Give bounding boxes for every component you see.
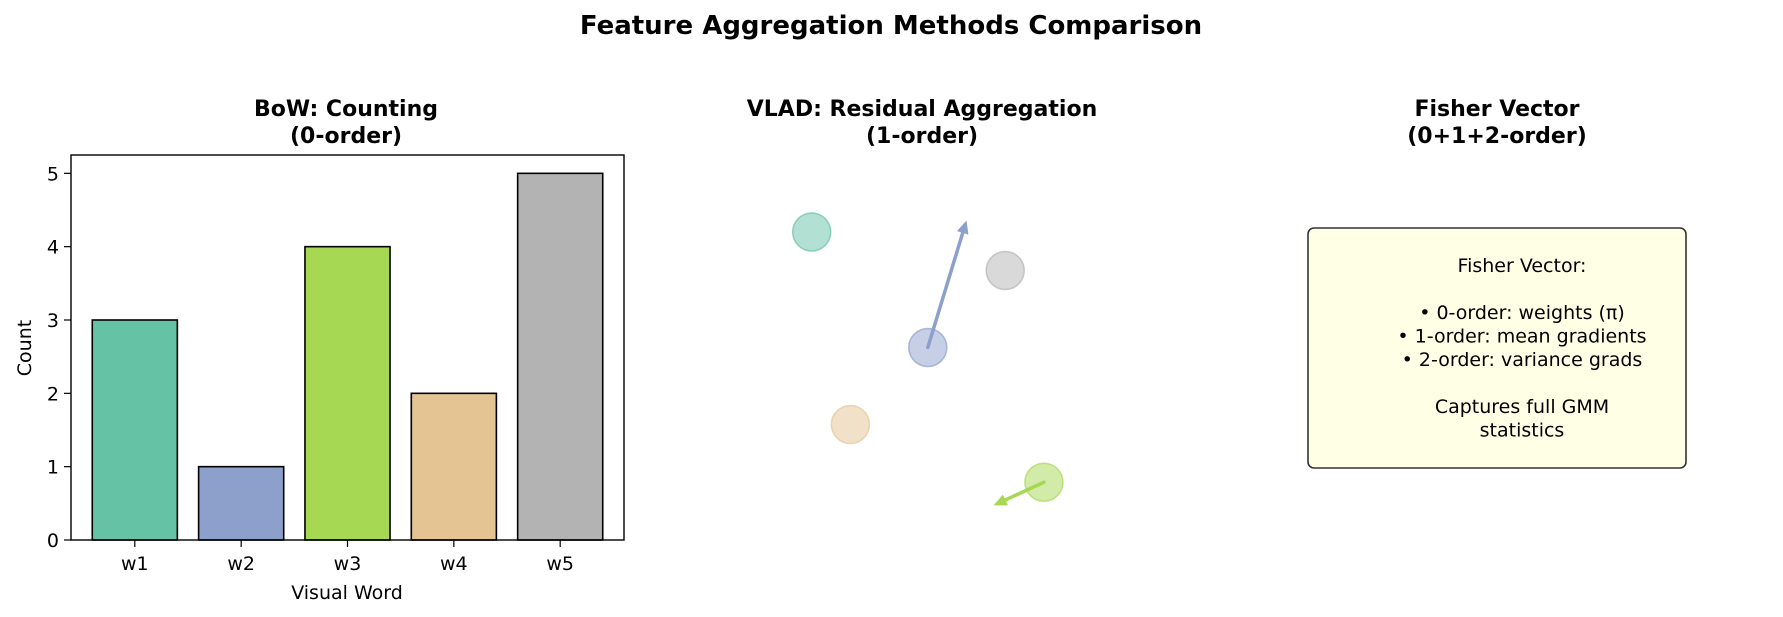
- vlad-chart: VLAD: Residual Aggregation (1-order): [747, 97, 1097, 506]
- y-tick-label-2: 2: [47, 383, 59, 405]
- vlad-title-line-2: (1-order): [866, 124, 978, 149]
- x-tick-label-w2: w2: [227, 553, 255, 575]
- bow-x-axis: w1 w2 w3 w4 w5: [121, 540, 574, 575]
- bar-w3: [304, 245, 391, 541]
- bow-bars: [91, 172, 604, 541]
- fisher-text-box: [1307, 227, 1687, 469]
- fisher-line-5: • 2-order: variance grads: [1402, 349, 1643, 371]
- y-tick-label-4: 4: [47, 237, 59, 259]
- bow-title-line-2: (0-order): [290, 124, 402, 149]
- fisher-title-line-1: Fisher Vector: [1414, 97, 1579, 122]
- figure-title: Feature Aggregation Methods Comparison: [580, 11, 1202, 41]
- fisher-panel: Fisher Vector (0+1+2-order) Fisher Vecto…: [1307, 97, 1687, 469]
- bar-w1: [91, 319, 179, 541]
- bow-xlabel: Visual Word: [291, 582, 403, 604]
- bar-w5: [516, 172, 604, 541]
- bow-title-line-1: BoW: Counting: [254, 97, 438, 122]
- x-tick-label-w4: w4: [440, 553, 468, 575]
- fisher-line-7: Captures full GMM: [1435, 396, 1609, 418]
- vlad-title-line-1: VLAD: Residual Aggregation: [747, 97, 1097, 122]
- cluster-center-3: [985, 250, 1025, 291]
- bow-y-axis: 0 1 2 3 4 5: [47, 163, 71, 552]
- x-tick-label-w5: w5: [546, 553, 574, 575]
- x-tick-label-w1: w1: [121, 553, 149, 575]
- vlad-clusters: [791, 212, 1064, 502]
- fisher-title-line-2: (0+1+2-order): [1407, 124, 1587, 149]
- y-tick-label-3: 3: [47, 310, 59, 332]
- cluster-center-1: [791, 212, 832, 252]
- fisher-line-4: • 1-order: mean gradients: [1397, 326, 1646, 348]
- residual-arrow-1: [926, 220, 969, 350]
- cluster-center-4: [830, 404, 871, 445]
- residual-arrow-2: [993, 480, 1046, 506]
- fisher-line-1: Fisher Vector:: [1458, 255, 1587, 277]
- y-tick-label-5: 5: [47, 163, 59, 185]
- bar-w4: [410, 392, 498, 541]
- y-tick-label-1: 1: [47, 457, 59, 479]
- x-tick-label-w3: w3: [334, 553, 362, 575]
- fisher-text-lines: Fisher Vector: • 0-order: weights (π)• 1-…: [1397, 255, 1646, 442]
- y-tick-label-0: 0: [47, 530, 59, 552]
- fisher-line-8: statistics: [1480, 420, 1565, 442]
- bar-w2: [197, 465, 285, 541]
- bow-ylabel: Count: [14, 320, 36, 376]
- fisher-line-3: • 0-order: weights (π): [1419, 302, 1625, 324]
- vlad-residuals: [926, 220, 1046, 506]
